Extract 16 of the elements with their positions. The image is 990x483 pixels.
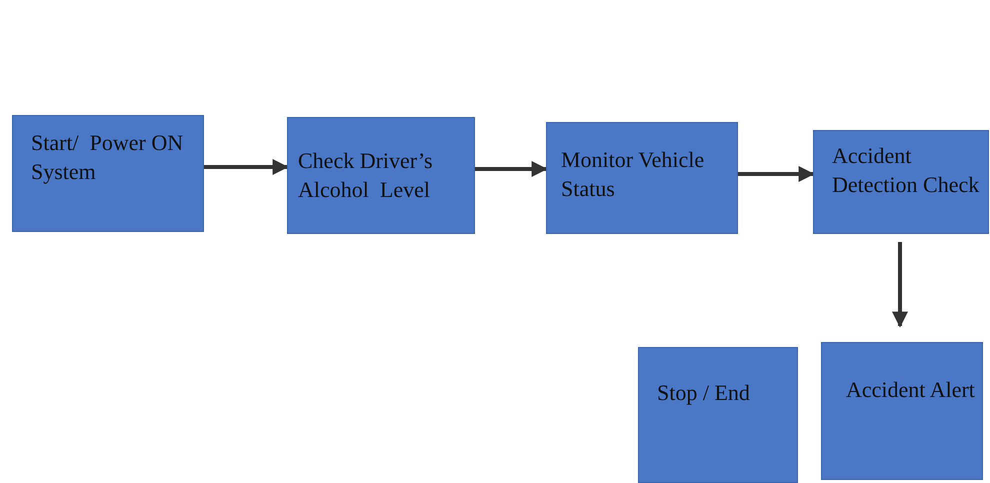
box-label: Accident Detection Check — [832, 142, 980, 200]
process-box — [287, 117, 475, 234]
process-box — [813, 130, 989, 234]
process-box — [821, 342, 983, 480]
process-box — [638, 347, 798, 483]
process-box — [12, 115, 204, 232]
box-label: Monitor Vehicle Status — [561, 146, 706, 204]
arrow — [738, 166, 815, 182]
arrow — [204, 159, 289, 175]
box-label: Accident Alert — [846, 376, 975, 404]
arrow — [892, 242, 908, 328]
box-label: Start/ Power ON System — [31, 129, 184, 186]
box-label: Check Driver’s Alcohol Level — [298, 147, 434, 204]
arrow — [475, 161, 548, 177]
process-box — [546, 122, 738, 234]
box-label: Stop / End — [657, 379, 750, 407]
